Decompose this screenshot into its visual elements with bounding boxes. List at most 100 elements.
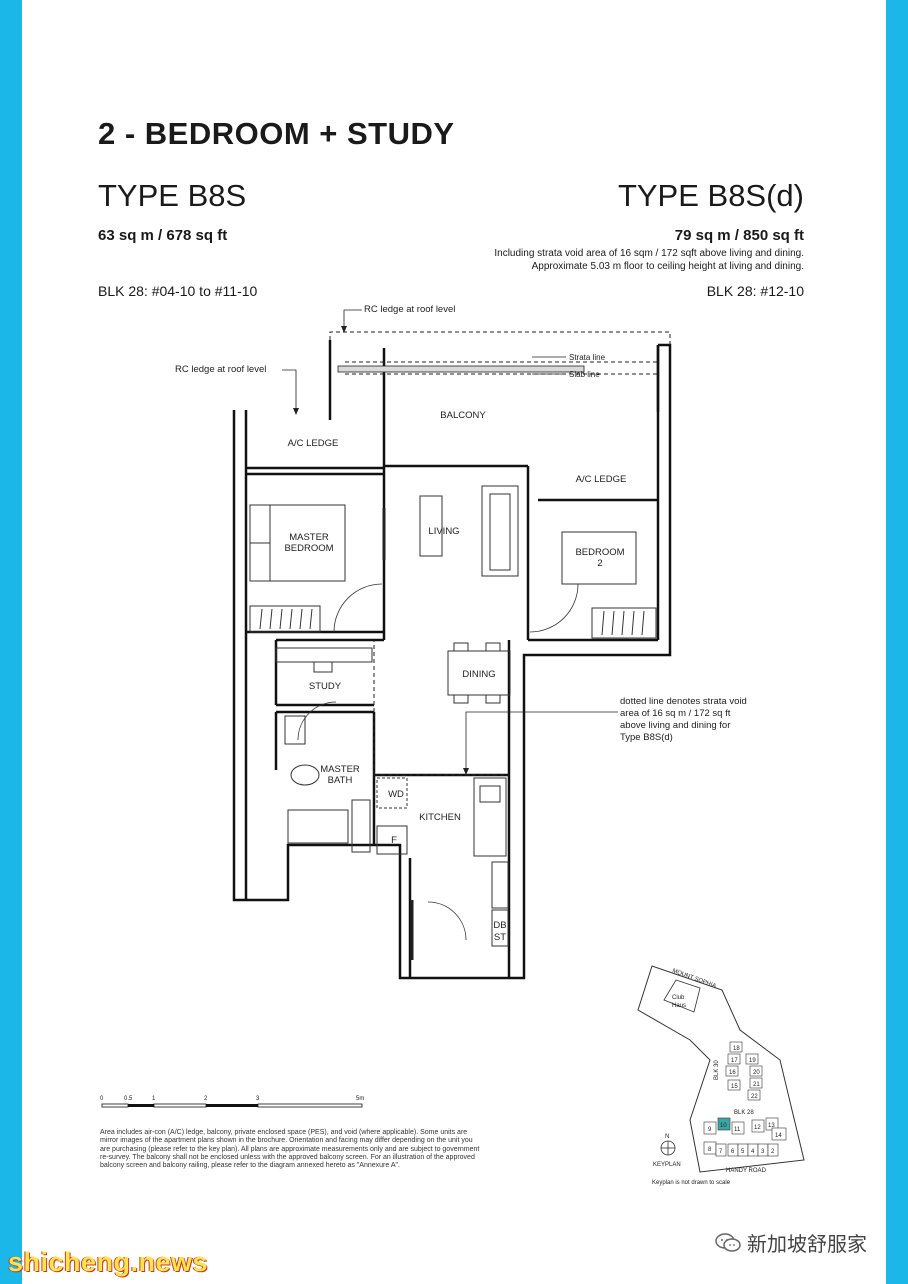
label-dining: DINING [462, 669, 495, 680]
type-b8sd-area: 79 sq m / 850 sq ft [674, 227, 804, 244]
roof-ledge-dashed [329, 331, 671, 776]
leader-lines [282, 309, 618, 772]
keyplan-upper-numbers: 18 17 19 16 20 15 21 22 [729, 1046, 760, 1100]
sofa [481, 485, 519, 577]
label-bedroom2-1: BEDROOM [575, 547, 624, 558]
keyplan-blk-22: 22 [751, 1094, 758, 1100]
strata-void-line-3: above living and dining for [620, 720, 730, 731]
page-heading: 2 - BEDROOM + STUDY [98, 116, 455, 151]
scale-tick-0-5: 0.5 [124, 1096, 133, 1102]
keyplan-blk-20: 20 [753, 1070, 760, 1076]
type-b8s-units: BLK 28: #04-10 to #11-10 [98, 283, 258, 299]
label-fridge: F [391, 835, 397, 846]
keyplan-blk30: BLK 30 [714, 1060, 720, 1080]
kitchen-cabinet [491, 861, 509, 909]
door-swings [297, 583, 579, 941]
keyplan-blk-13: 13 [768, 1123, 775, 1129]
toilet [290, 764, 320, 786]
label-rc-ledge-top: RC ledge at roof level [364, 304, 455, 315]
label-study: STUDY [309, 681, 342, 692]
wechat-name: 新加坡舒服家 [747, 1234, 867, 1256]
leader-arrowheads [293, 326, 469, 775]
plan-furniture [249, 485, 657, 947]
right-side-bar [886, 0, 908, 1284]
keyplan-highlight-blk [717, 1117, 731, 1131]
keyplan-blk-7: 7 [719, 1149, 723, 1155]
basin [284, 715, 306, 745]
wardrobe-hatches [259, 608, 645, 636]
scale-bar: 0 0.5 1 2 3 5m [100, 1096, 364, 1108]
keyplan-blk-11: 11 [734, 1127, 741, 1133]
label-ac-ledge-right: A/C LEDGE [576, 474, 627, 485]
keyplan-blk-8: 8 [708, 1147, 712, 1153]
strata-void-annotation: dotted line denotes strata void area of … [620, 696, 747, 743]
keyplan-blk-6: 6 [731, 1149, 735, 1155]
keyplan: Club Haus MOUNT SOPHIA BLK 30 18 17 19 1… [637, 965, 805, 1186]
kitchen-counter [473, 777, 507, 857]
label-db: DB [493, 920, 506, 931]
label-kitchen: KITCHEN [419, 812, 461, 823]
keyplan-road-bottom: HANDY ROAD [726, 1168, 767, 1174]
keyplan-blk-14: 14 [775, 1133, 782, 1139]
master-wardrobe [249, 605, 321, 633]
scale-tick-2: 2 [204, 1096, 208, 1102]
label-slab-line: Slab line [569, 370, 600, 379]
label-master-bath-2: BATH [328, 775, 353, 786]
label-master-bath-1: MASTER [320, 764, 360, 775]
db-store [491, 909, 509, 947]
strata-void-line-4: Type B8S(d) [620, 732, 673, 743]
type-b8sd-title: TYPE B8S(d) [617, 178, 804, 213]
keyplan-club-building [663, 979, 701, 1013]
strata-void-line-2: area of 16 sq m / 172 sq ft [620, 708, 731, 719]
bedroom2-wardrobe [591, 607, 657, 639]
scale-tick-1: 1 [152, 1096, 156, 1102]
plan-walls [232, 340, 672, 980]
keyplan-club: Club [672, 995, 685, 1001]
keyplan-blk-16: 16 [729, 1070, 736, 1076]
label-bedroom2-2: 2 [597, 558, 602, 569]
keyplan-blk-10: 10 [720, 1123, 727, 1129]
label-wd: WD [388, 789, 404, 800]
scale-tick-5m: 5m [356, 1096, 364, 1102]
ceiling-height-note: Approximate 5.03 m floor to ceiling heig… [531, 261, 804, 272]
keyplan-title: KEYPLAN [653, 1162, 681, 1168]
shower [287, 809, 349, 844]
keyplan-lower-blocks [703, 1117, 787, 1157]
label-master-bedroom-1: MASTER [289, 532, 329, 543]
bedroom2-bed [561, 531, 637, 585]
north-label: N [665, 1134, 669, 1140]
type-b8s-area: 63 sq m / 678 sq ft [98, 227, 228, 244]
label-strata-line: Strata line [569, 353, 606, 362]
scale-tick-0: 0 [100, 1096, 104, 1102]
window-marks [382, 508, 414, 960]
keyplan-blk-2: 2 [771, 1149, 775, 1155]
type-b8sd-units: BLK 28: #12-10 [706, 283, 804, 299]
keyplan-blk-19: 19 [749, 1058, 756, 1064]
north-arrow-icon: N [660, 1134, 676, 1156]
strata-void-note: Including strata void area of 16 sqm / 1… [494, 248, 804, 259]
keyplan-blk-4: 4 [751, 1149, 755, 1155]
label-rc-ledge-left: RC ledge at roof level [175, 364, 266, 375]
fridge [376, 825, 408, 855]
label-balcony: BALCONY [440, 410, 486, 421]
keyplan-note: Keyplan is not drawn to scale [652, 1180, 731, 1186]
keyplan-blk-12: 12 [754, 1125, 761, 1131]
scale-tick-3: 3 [256, 1096, 260, 1102]
disclaimer-text: Area includes air-con (A/C) ledge, balco… [100, 1129, 480, 1170]
strata-void-line-1: dotted line denotes strata void [620, 696, 747, 707]
keyplan-blk28: BLK 28 [734, 1110, 754, 1116]
keyplan-club-2: Haus [672, 1003, 686, 1009]
keyplan-blk-18: 18 [733, 1046, 740, 1052]
dining-table [447, 650, 511, 696]
type-b8s-title: TYPE B8S [98, 178, 247, 213]
label-st: ST [494, 932, 506, 943]
wechat-icon [715, 1232, 741, 1252]
keyplan-blk-21: 21 [753, 1082, 760, 1088]
keyplan-upper-blocks [725, 1041, 763, 1101]
study-desk [275, 647, 373, 663]
keyplan-blk-9: 9 [708, 1127, 712, 1133]
keyplan-road-top: MOUNT SOPHIA [671, 968, 716, 989]
slab-band [337, 365, 585, 373]
left-side-bar [0, 0, 22, 1284]
